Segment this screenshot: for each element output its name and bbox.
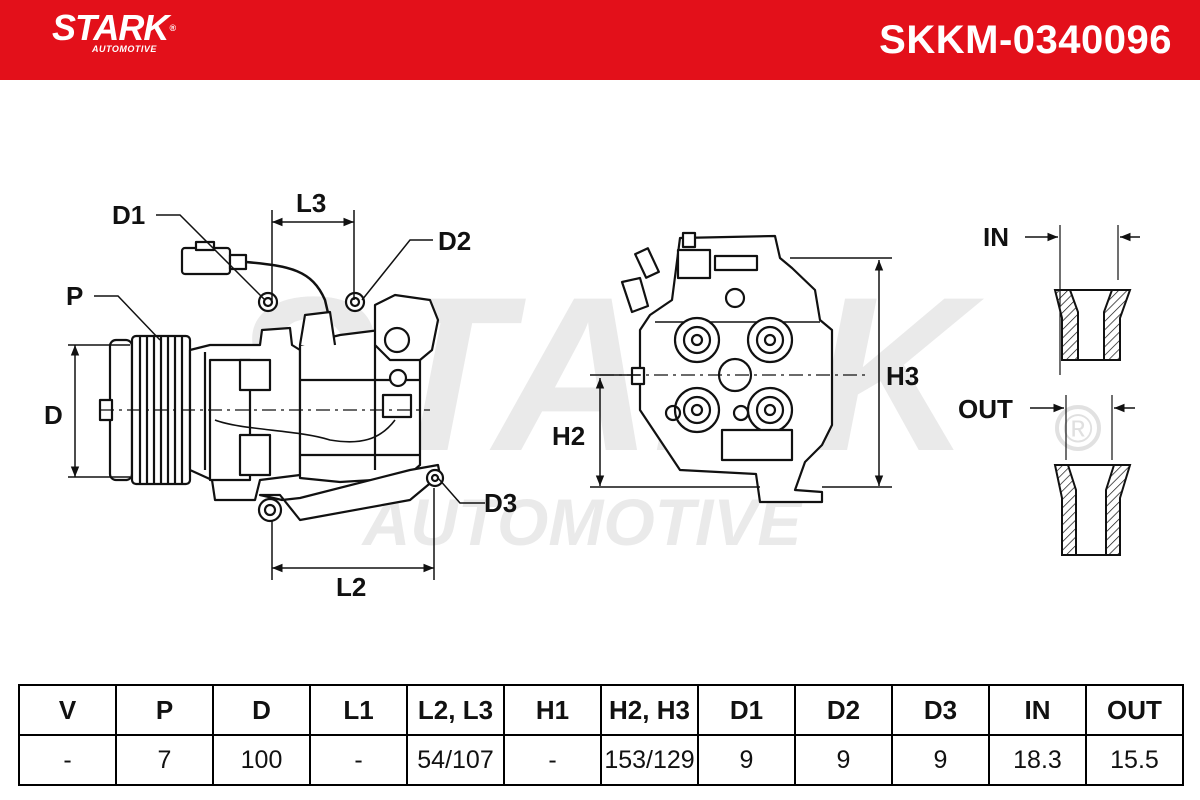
- spec-header-in: IN: [988, 684, 1087, 736]
- logo-registered-mark: ®: [169, 23, 176, 33]
- spec-table-header-row: V P D L1 L2, L3 H1 H2, H3 D1 D2 D3 IN OU…: [18, 684, 1184, 736]
- spec-value-l1: -: [309, 734, 408, 786]
- spec-header-v: V: [18, 684, 117, 736]
- label-out: OUT: [958, 394, 1013, 424]
- spec-header-h1: H1: [503, 684, 602, 736]
- spec-table-value-row: - 7 100 - 54/107 - 153/129 9 9 9 18.3 15…: [18, 734, 1184, 786]
- fitting-in: [1025, 225, 1140, 375]
- side-view-labels: D1 D2 L3 P D D3 L2: [44, 188, 517, 602]
- label-in: IN: [983, 222, 1009, 252]
- watermark-registered-letter: ®: [1063, 407, 1092, 451]
- spec-value-d1: 9: [697, 734, 796, 786]
- logo-wordmark: STARK: [52, 7, 169, 48]
- rear-view-dimensions: [590, 257, 892, 488]
- label-h3: H3: [886, 361, 919, 391]
- spec-header-d3: D3: [891, 684, 990, 736]
- spec-value-d2: 9: [794, 734, 893, 786]
- spec-header-d2: D2: [794, 684, 893, 736]
- electrical-connector: [180, 240, 334, 331]
- label-l2: L2: [336, 572, 366, 602]
- header-bar: STARK® AUTOMOTIVE SKKM-0340096: [0, 0, 1200, 80]
- rear-view-labels: H2 H3: [552, 361, 919, 451]
- spec-value-in: 18.3: [988, 734, 1087, 786]
- label-d2: D2: [438, 226, 471, 256]
- compressor-side-view: [98, 240, 445, 523]
- spec-value-h1: -: [503, 734, 602, 786]
- spec-header-d1: D1: [697, 684, 796, 736]
- main-body: [298, 328, 422, 484]
- spec-header-l1: L1: [309, 684, 408, 736]
- spec-header-p: P: [115, 684, 214, 736]
- fitting-out: [1030, 395, 1135, 556]
- technical-drawing: STARK AUTOMOTIVE ®: [44, 188, 1140, 602]
- compressor-rear-view: [600, 231, 870, 504]
- stark-logo: STARK® AUTOMOTIVE: [52, 7, 176, 55]
- rear-head: [373, 293, 440, 362]
- spec-value-h2-h3: 153/129: [600, 734, 699, 786]
- label-d3: D3: [484, 488, 517, 518]
- label-p: P: [66, 281, 83, 311]
- spec-header-l2-l3: L2, L3: [406, 684, 505, 736]
- watermark-registered-circle: [1055, 405, 1101, 451]
- spec-table: V P D L1 L2, L3 H1 H2, H3 D1 D2 D3 IN OU…: [18, 684, 1184, 786]
- spec-header-out: OUT: [1085, 684, 1184, 736]
- label-d1: D1: [112, 200, 145, 230]
- spec-value-d3: 9: [891, 734, 990, 786]
- side-view-dimensions: [68, 210, 485, 580]
- part-number: SKKM-0340096: [879, 18, 1172, 62]
- logo-subtitle: AUTOMOTIVE: [92, 44, 157, 54]
- spec-value-v: -: [18, 734, 117, 786]
- spec-value-out: 15.5: [1085, 734, 1184, 786]
- spec-header-h2-h3: H2, H3: [600, 684, 699, 736]
- fitting-labels: IN OUT: [958, 222, 1013, 424]
- spec-value-d: 100: [212, 734, 311, 786]
- label-d: D: [44, 400, 63, 430]
- bolt-heads: [673, 316, 794, 434]
- spec-value-p: 7: [115, 734, 214, 786]
- label-h2: H2: [552, 421, 585, 451]
- watermark-automotive: AUTOMOTIVE: [361, 485, 804, 559]
- spec-header-d: D: [212, 684, 311, 736]
- spec-value-l2-l3: 54/107: [406, 734, 505, 786]
- label-l3: L3: [296, 188, 326, 218]
